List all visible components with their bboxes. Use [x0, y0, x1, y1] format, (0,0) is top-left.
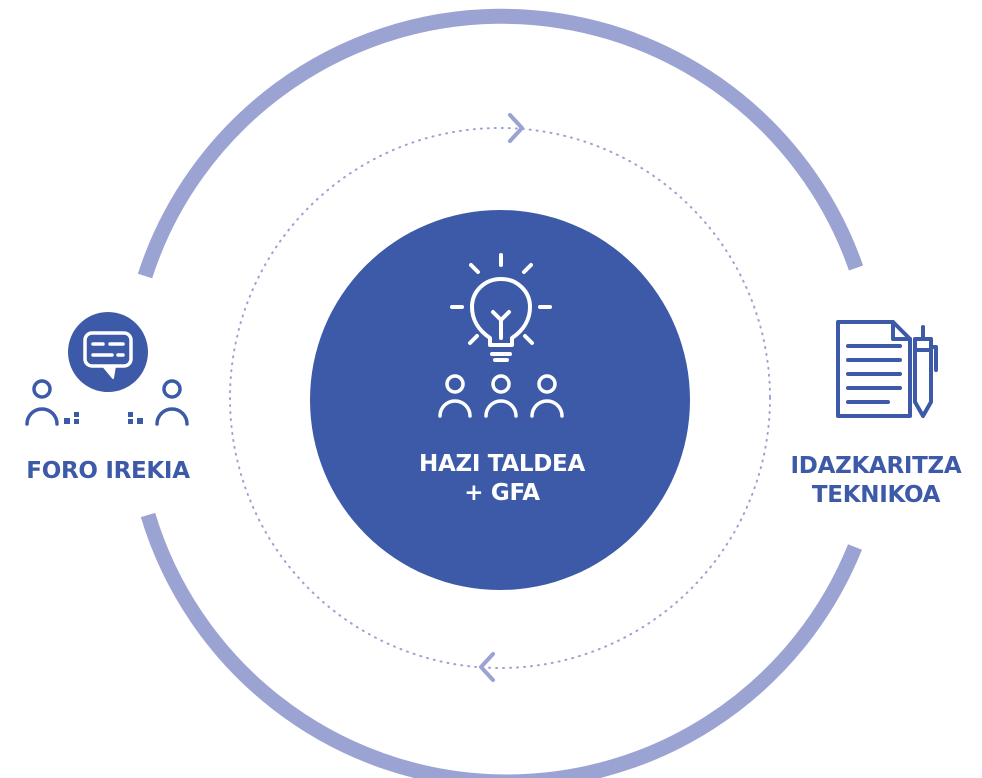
node-label-idazkaritza-teknikoa: IDAZKARITZA TEKNIKOA — [770, 452, 982, 510]
document-pen-icon — [836, 320, 938, 418]
node-label-line: IDAZKARITZA — [790, 453, 962, 479]
outer-ring-top-arc — [137, 8, 864, 279]
node-label-line: TEKNIKOA — [811, 481, 941, 508]
node-label-line: HAZI TALDEA — [419, 451, 585, 477]
chevron-right-icon — [508, 113, 524, 143]
forum-chat-people-icon — [25, 312, 189, 426]
lightbulb-icon — [450, 253, 552, 362]
inner-dotted-ring — [229, 127, 771, 669]
node-label-line: FORO IREKIA — [26, 458, 190, 484]
outer-ring-bottom-arc — [140, 512, 862, 778]
node-label-foro-irekia: FORO IREKIA — [8, 457, 208, 486]
team-people-icon — [438, 374, 564, 418]
node-label-hazi-taldea: HAZI TALDEA + GFA — [382, 450, 622, 508]
node-label-line: + GFA — [464, 479, 540, 506]
chevron-left-icon — [479, 652, 495, 682]
